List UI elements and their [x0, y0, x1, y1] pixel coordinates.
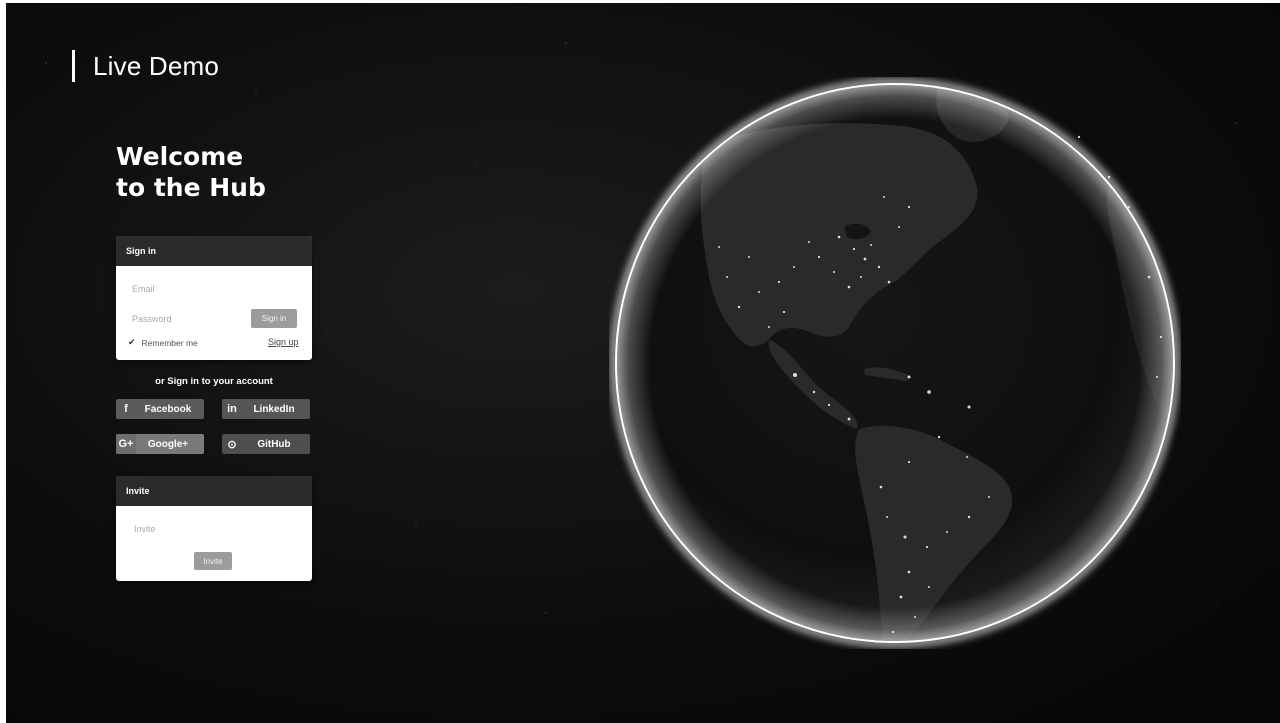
linkedin-button[interactable]: in LinkedIn	[222, 399, 310, 419]
app-background: Live Demo Welcome to the Hub Sign in Sig…	[6, 3, 1280, 723]
checkmark-icon: ✔	[128, 337, 136, 347]
password-field[interactable]	[132, 314, 242, 324]
brand-divider	[72, 50, 75, 82]
invite-card-body: Invite	[116, 506, 312, 581]
facebook-button[interactable]: f Facebook	[116, 399, 204, 419]
globe-graphic	[611, 79, 1179, 647]
github-icon: ⊙	[227, 438, 237, 451]
welcome-heading: Welcome to the Hub	[116, 141, 266, 203]
invite-button[interactable]: Invite	[194, 552, 232, 570]
google-plus-icon: G+	[116, 434, 136, 454]
invite-card: Invite Invite	[116, 476, 312, 581]
google-plus-label: Google+	[147, 438, 189, 450]
globe[interactable]	[609, 77, 1181, 649]
signin-card-body: Sign in ✔ Remember me Sign up	[116, 266, 312, 360]
linkedin-label: LinkedIn	[253, 403, 295, 415]
google-plus-button[interactable]: G+ Google+	[116, 434, 204, 454]
remember-me-checkbox[interactable]: ✔ Remember me	[128, 337, 198, 348]
welcome-line-2: to the Hub	[116, 173, 266, 202]
signup-link[interactable]: Sign up	[268, 337, 299, 347]
facebook-label: Facebook	[144, 403, 192, 415]
email-field[interactable]	[132, 284, 242, 294]
signin-button[interactable]: Sign in	[251, 309, 297, 328]
remember-me-label: Remember me	[141, 337, 198, 348]
welcome-line-1: Welcome	[116, 142, 244, 171]
brand-title: Live Demo	[93, 50, 220, 81]
invite-card-header: Invite	[116, 476, 312, 506]
globe-rim	[615, 83, 1175, 643]
signin-card-header: Sign in	[116, 236, 312, 266]
github-label: GitHub	[257, 438, 291, 450]
linkedin-icon: in	[227, 403, 237, 415]
github-button[interactable]: ⊙ GitHub	[222, 434, 310, 454]
social-signin-heading: or Sign in to your account	[155, 376, 273, 387]
globe-atmosphere	[617, 85, 1173, 641]
facebook-icon: f	[124, 403, 128, 415]
globe-glow	[611, 79, 1179, 647]
invite-field[interactable]	[134, 524, 244, 534]
signin-card: Sign in Sign in ✔ Remember me Sign up	[116, 236, 312, 360]
brand-header: Live Demo	[72, 49, 219, 83]
